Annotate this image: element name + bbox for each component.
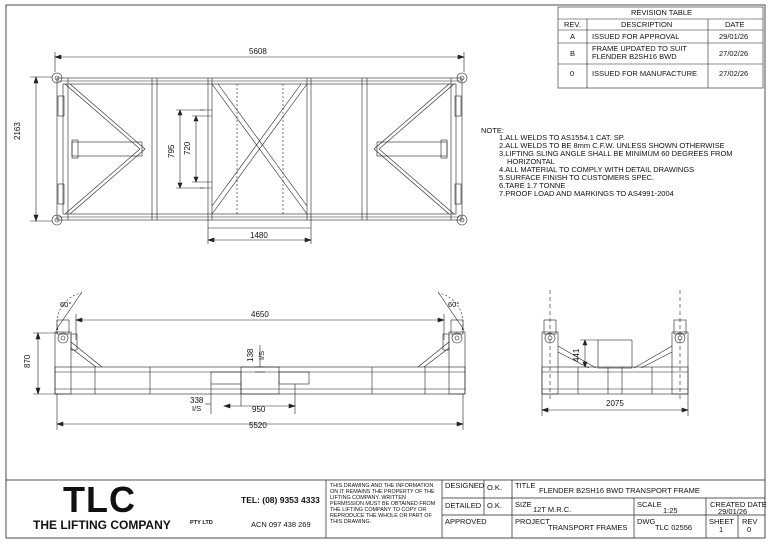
angle-label: 60° bbox=[448, 300, 460, 309]
rev-value: 0 bbox=[747, 525, 752, 534]
rev-cell: B bbox=[570, 49, 576, 58]
note-item: 7.PROOF LOAD AND MARKINGS TO AS4991-2004 bbox=[499, 189, 674, 198]
project-label: PROJECT bbox=[515, 517, 551, 526]
project-value: TRANSPORT FRAMES bbox=[548, 523, 628, 532]
description-cell: ISSUED FOR APPROVAL bbox=[592, 32, 680, 41]
company-phone: TEL: (08) 9353 4333 bbox=[241, 495, 320, 505]
date-cell: 27/02/26 bbox=[719, 69, 749, 78]
description-cell: FRAME UPDATED TO SUIT FLENDER B2SH16 BWD bbox=[592, 44, 687, 62]
note-item: 1.ALL WELDS TO AS1554.1 CAT. SP. bbox=[499, 133, 625, 142]
revision-table-title: REVISION TABLE bbox=[631, 8, 692, 17]
approved-label: APPROVED bbox=[445, 517, 487, 526]
end-view bbox=[541, 290, 689, 416]
plan-view bbox=[30, 52, 468, 244]
note-item: 4.ALL MATERIAL TO COMPLY WITH DETAIL DRA… bbox=[499, 165, 695, 174]
sheet-value: 1 bbox=[719, 525, 724, 534]
size-label: SIZE bbox=[515, 500, 532, 509]
dimension-label: I/S bbox=[192, 404, 202, 413]
company-acn: ACN 097 438 269 bbox=[251, 520, 311, 529]
dimension-label: 950 bbox=[252, 405, 266, 414]
rev-label: REV bbox=[742, 517, 758, 526]
created-date-label: CREATED DATE bbox=[710, 500, 767, 509]
detailed-label: DETAILED bbox=[445, 501, 482, 510]
dimension-label: 5608 bbox=[249, 47, 267, 56]
dwg-value: TLC 02556 bbox=[655, 523, 693, 532]
date-cell: 27/02/26 bbox=[719, 49, 749, 58]
designed-value: O.K. bbox=[487, 483, 503, 492]
dimension-label: 441 bbox=[572, 348, 581, 362]
created-date-value: 29/01/26 bbox=[718, 507, 748, 516]
dimension-label: 1480 bbox=[250, 231, 268, 240]
drawing-title: FLENDER B2SH16 BWD TRANSPORT FRAME bbox=[539, 486, 700, 495]
scale-value: 1:25 bbox=[663, 506, 678, 515]
note-item: HORIZONTAL bbox=[507, 157, 555, 166]
rev-header: REV. bbox=[564, 20, 581, 29]
side-view bbox=[33, 291, 466, 430]
title-label: TITLE bbox=[515, 481, 536, 490]
company-suffix: PTY LTD bbox=[190, 520, 213, 526]
dimension-label: I/S bbox=[257, 350, 266, 360]
dimension-label: 2075 bbox=[606, 399, 624, 408]
notes-heading: NOTE: bbox=[481, 126, 504, 135]
dimension-label: 720 bbox=[183, 141, 192, 155]
company-logo: TLC bbox=[63, 479, 136, 520]
dimension-label: 870 bbox=[23, 354, 32, 368]
note-item: 2.ALL WELDS TO BE 8mm C.F.W. UNLESS SHOW… bbox=[499, 141, 725, 150]
dimension-label: 5520 bbox=[249, 421, 267, 430]
revision-table-grid bbox=[557, 6, 764, 89]
title-block-grid bbox=[6, 479, 765, 538]
company-name: THE LIFTING COMPANY bbox=[33, 518, 171, 532]
dimension-label: 4650 bbox=[251, 310, 269, 319]
copyright-disclaimer: THIS DRAWING AND THE INFORMATION ON IT R… bbox=[330, 483, 436, 526]
sheet-border bbox=[5, 4, 766, 539]
size-value: 12T M.R.C. bbox=[533, 505, 572, 514]
dimension-label: 2163 bbox=[13, 122, 22, 140]
detailed-value: O.K. bbox=[487, 501, 503, 510]
sheet-label: SHEET bbox=[709, 517, 735, 526]
note-item: 6.TARE 1.7 TONNE bbox=[499, 181, 566, 190]
description-header: DESCRIPTION bbox=[621, 20, 673, 29]
date-header: DATE bbox=[725, 20, 745, 29]
dwg-label: DWG bbox=[637, 517, 656, 526]
note-item: 5.SURFACE FINISH TO CUSTOMERS SPEC. bbox=[499, 173, 655, 182]
description-cell: ISSUED FOR MANUFACTURE bbox=[592, 69, 698, 78]
note-item: 3.LIFTING SLING ANGLE SHALL BE MINIMUM 6… bbox=[499, 149, 733, 158]
dimension-label: 338 bbox=[190, 396, 204, 405]
rev-cell: A bbox=[570, 32, 576, 41]
scale-label: SCALE bbox=[637, 500, 662, 509]
dimension-label: 138 bbox=[246, 348, 255, 362]
date-cell: 29/01/26 bbox=[719, 32, 749, 41]
designed-label: DESIGNED bbox=[445, 481, 485, 490]
dimension-label: 795 bbox=[167, 144, 176, 158]
rev-cell: 0 bbox=[570, 69, 575, 78]
angle-label: 60° bbox=[60, 300, 72, 309]
